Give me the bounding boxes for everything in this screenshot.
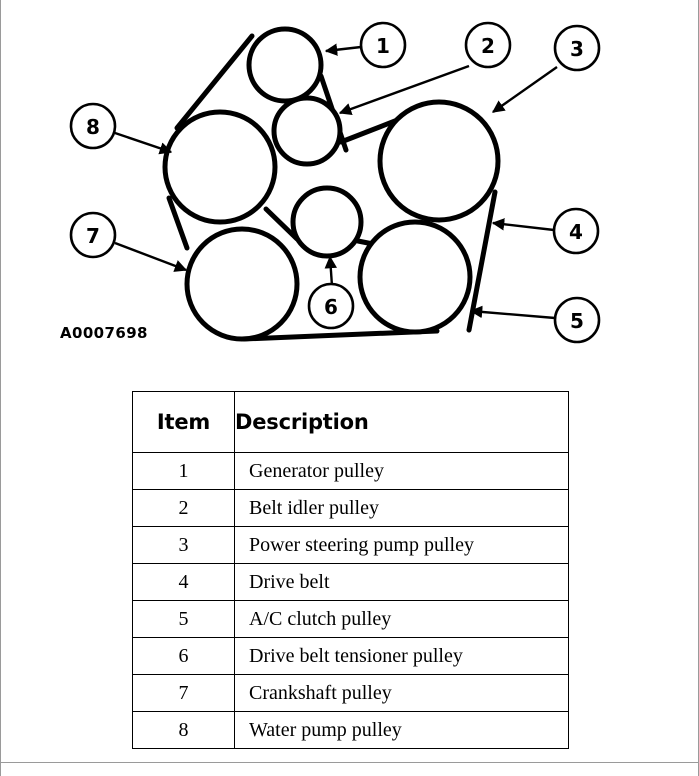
svg-text:7: 7 bbox=[86, 224, 100, 248]
svg-text:8: 8 bbox=[86, 115, 100, 139]
leader-line-2 bbox=[338, 64, 470, 116]
cell-description: Power steering pump pulley bbox=[234, 526, 569, 564]
power-steering-pump-pulley bbox=[377, 99, 501, 223]
parts-legend-table: Item Description 1 Generator pulley 2 Be… bbox=[132, 391, 569, 749]
cell-item: 1 bbox=[132, 452, 235, 490]
generator-pulley bbox=[246, 26, 324, 104]
cell-item: 8 bbox=[132, 711, 235, 749]
diagram-part-number: A0007698 bbox=[60, 324, 148, 342]
svg-text:6: 6 bbox=[324, 295, 338, 319]
leader-line-1 bbox=[324, 43, 362, 56]
leader-line-3 bbox=[491, 66, 558, 113]
callout-6: 6 bbox=[307, 282, 355, 330]
leader-line-6 bbox=[324, 255, 337, 287]
crankshaft-pulley bbox=[184, 226, 300, 342]
cell-item: 6 bbox=[132, 637, 235, 675]
table-row: 3 Power steering pump pulley bbox=[132, 526, 569, 564]
cell-item: 5 bbox=[132, 600, 235, 638]
belt-idler-pulley bbox=[271, 95, 343, 167]
ac-clutch-pulley bbox=[357, 219, 473, 335]
cell-description: Belt idler pulley bbox=[234, 489, 569, 527]
cell-description: Crankshaft pulley bbox=[234, 674, 569, 712]
water-pump-pulley bbox=[162, 109, 278, 225]
callout-3: 3 bbox=[553, 24, 601, 72]
table-row: 4 Drive belt bbox=[132, 563, 569, 601]
table-row: 6 Drive belt tensioner pulley bbox=[132, 637, 569, 675]
cell-description: Drive belt bbox=[234, 563, 569, 601]
svg-text:5: 5 bbox=[570, 309, 584, 333]
leader-line-5 bbox=[469, 305, 556, 320]
cell-item: 7 bbox=[132, 674, 235, 712]
cell-item: 4 bbox=[132, 563, 235, 601]
accessory-drive-belt-diagram: 1 2 3 4 5 bbox=[1, 0, 698, 380]
cell-description: Generator pulley bbox=[234, 452, 569, 490]
leader-line-8 bbox=[114, 131, 173, 155]
belt-routing-svg: 1 2 3 4 5 bbox=[69, 21, 601, 344]
callout-4: 4 bbox=[552, 207, 600, 255]
drive-belt-tensioner-pulley bbox=[290, 185, 364, 259]
table-row: 1 Generator pulley bbox=[132, 452, 569, 490]
callout-5: 5 bbox=[553, 296, 601, 344]
table-row: 5 A/C clutch pulley bbox=[132, 600, 569, 638]
callout-bubbles: 1 2 3 4 5 bbox=[69, 21, 601, 344]
svg-text:2: 2 bbox=[481, 34, 495, 58]
cell-description: Water pump pulley bbox=[234, 711, 569, 749]
svg-text:3: 3 bbox=[570, 37, 584, 61]
column-header-item: Item bbox=[132, 391, 235, 453]
cell-item: 2 bbox=[132, 489, 235, 527]
table-body: 1 Generator pulley 2 Belt idler pulley 3… bbox=[132, 452, 569, 749]
svg-text:4: 4 bbox=[569, 220, 583, 244]
table-row: 8 Water pump pulley bbox=[132, 711, 569, 749]
leader-line-7 bbox=[114, 241, 188, 272]
table-row: 7 Crankshaft pulley bbox=[132, 674, 569, 712]
cell-description: Drive belt tensioner pulley bbox=[234, 637, 569, 675]
callout-8: 8 bbox=[69, 102, 117, 150]
callout-7: 7 bbox=[69, 211, 117, 259]
column-header-description: Description bbox=[234, 391, 569, 453]
cell-item: 3 bbox=[132, 526, 235, 564]
svg-text:1: 1 bbox=[376, 34, 390, 58]
page-footer-rule bbox=[1, 762, 698, 763]
cell-description: A/C clutch pulley bbox=[234, 600, 569, 638]
callout-1: 1 bbox=[359, 21, 407, 69]
table-header-row: Item Description bbox=[132, 391, 569, 453]
callout-2: 2 bbox=[464, 21, 512, 69]
leader-line-4 bbox=[491, 218, 555, 232]
table-row: 2 Belt idler pulley bbox=[132, 489, 569, 527]
